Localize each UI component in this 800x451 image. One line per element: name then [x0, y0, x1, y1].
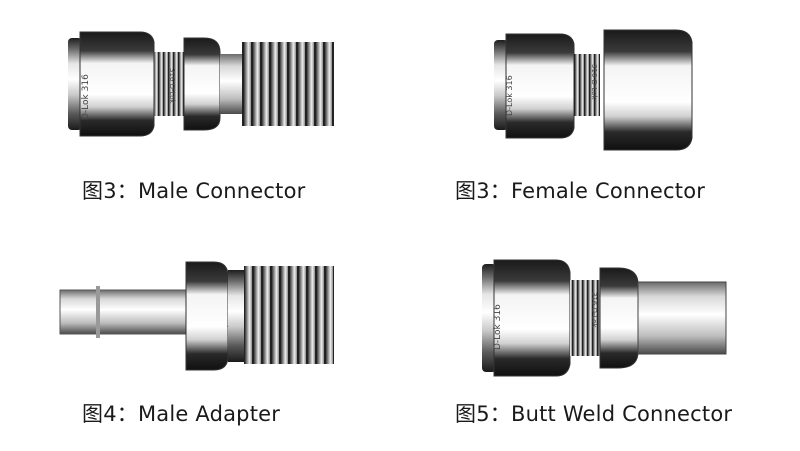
- nut-marking: D-Lok 316: [493, 304, 503, 350]
- body-marking: 316 D-Lok: [590, 64, 598, 101]
- body-marking: 316 D-Lok: [590, 292, 598, 329]
- body-marking: 316 D-Lok: [168, 68, 176, 105]
- male-adapter-figure: D-Lok 316: [56, 256, 356, 380]
- nut-marking: D-Lok 316: [505, 75, 514, 116]
- caption-male-connector: 图3：Male Connector: [82, 179, 306, 203]
- caption-butt-weld-connector: 图5：Butt Weld Connector: [455, 402, 733, 426]
- caption-female-connector: 图3：Female Connector: [455, 179, 706, 203]
- female-connector-figure: D-Lok 316 316 D-Lok: [490, 28, 710, 157]
- nut-marking: D-Lok 316: [81, 74, 91, 120]
- butt-weld-connector-figure: D-Lok 316 316 D-Lok: [478, 258, 738, 382]
- male-connector-figure: D-Lok 316 316 D-Lok: [64, 28, 364, 152]
- caption-male-adapter: 图4：Male Adapter: [82, 402, 281, 426]
